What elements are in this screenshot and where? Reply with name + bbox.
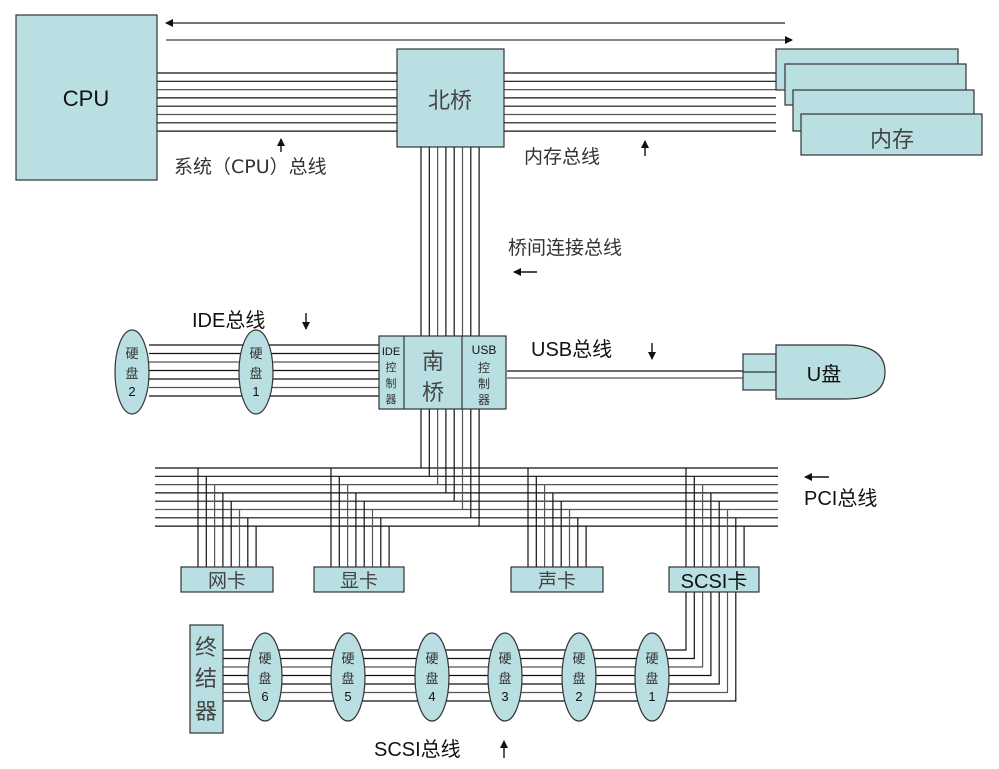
usb-bus-wires — [507, 370, 745, 379]
pci-bus-wires — [155, 409, 778, 567]
svg-text:控: 控 — [386, 360, 397, 374]
ide-bus-label: IDE总线 — [192, 309, 265, 332]
usb-disk: U盘 — [742, 344, 886, 400]
svg-text:器: 器 — [386, 393, 397, 406]
bus-wire — [223, 592, 729, 694]
disk-number: 1 — [648, 689, 655, 704]
bus-wire — [223, 592, 687, 651]
scsi-disk-3: 硬盘 3 — [487, 632, 523, 722]
pci-card-graphics: 显卡 — [313, 566, 405, 593]
disk-label: 盘 — [498, 671, 511, 687]
svg-text:制: 制 — [386, 377, 397, 390]
svg-text:USB: USB — [472, 343, 497, 357]
svg-text:显卡: 显卡 — [340, 570, 378, 592]
svg-text:器: 器 — [195, 700, 217, 725]
pci-card-network: 网卡 — [180, 566, 274, 593]
usb-bus-label: USB总线 — [531, 338, 612, 361]
disk-label: 硬 — [498, 652, 511, 667]
scsi-disk-1: 硬盘 1 — [634, 632, 670, 722]
disk-label: 硬 — [341, 652, 354, 667]
disk-label: 硬 — [425, 652, 438, 667]
svg-text:声卡: 声卡 — [538, 570, 576, 592]
svg-text:盘: 盘 — [249, 366, 262, 382]
scsi-terminator: 终 结 器 — [189, 624, 224, 734]
north-bridge-label: 北桥 — [428, 89, 472, 114]
svg-text:SCSI卡: SCSI卡 — [681, 570, 748, 593]
disk-number: 3 — [501, 689, 508, 704]
disk-number: 2 — [575, 689, 582, 704]
ide-disk-1: 硬 盘 1 — [238, 329, 274, 415]
svg-text:盘: 盘 — [125, 366, 138, 382]
svg-text:制: 制 — [478, 377, 490, 391]
ide-disk-2: 硬 盘 2 — [114, 329, 150, 415]
scsi-bus-label: SCSI总线 — [374, 738, 461, 761]
memory-label: 内存 — [870, 128, 914, 153]
pci-card-sound: 声卡 — [510, 566, 604, 593]
pci-card-scsi: SCSI卡 — [668, 566, 760, 593]
disk-number: 4 — [428, 689, 435, 704]
bus-wire — [223, 592, 695, 660]
disk-label: 硬 — [572, 652, 585, 667]
svg-text:硬: 硬 — [125, 347, 138, 362]
svg-text:结: 结 — [195, 667, 217, 692]
disk-label: 盘 — [645, 671, 658, 687]
svg-text:硬: 硬 — [249, 347, 262, 362]
cpu-block: CPU — [15, 14, 158, 181]
scsi-disk-5: 硬盘 5 — [330, 632, 366, 722]
system-bus-label: 系统（CPU）总线 — [174, 156, 327, 178]
svg-text:控: 控 — [478, 361, 490, 375]
disk-number: 6 — [261, 689, 268, 704]
north-bridge-block: 北桥 — [396, 48, 505, 148]
system-bus-wires — [157, 72, 397, 132]
scsi-disk-2: 硬盘 2 — [561, 632, 597, 722]
disk-number: 5 — [344, 689, 351, 704]
bus-wire — [223, 592, 704, 668]
pci-bus-label: PCI总线 — [804, 487, 877, 510]
disk-label: 盘 — [341, 671, 354, 687]
svg-text:器: 器 — [478, 393, 490, 407]
svg-text:1: 1 — [252, 384, 259, 399]
disk-label: 硬 — [258, 652, 271, 667]
svg-text:桥: 桥 — [422, 381, 444, 406]
disk-label: 盘 — [572, 671, 585, 687]
svg-text:2: 2 — [128, 384, 135, 399]
memory-modules: 内存 — [775, 48, 983, 156]
scsi-disk-4: 硬盘 4 — [414, 632, 450, 722]
bridge-bus-wires — [420, 147, 480, 336]
memory-module-4 — [800, 113, 983, 156]
svg-text:IDE: IDE — [382, 346, 400, 358]
bus-wire — [223, 592, 712, 677]
usb-disk-label: U盘 — [807, 363, 841, 386]
memory-bus-label: 内存总线 — [524, 146, 600, 168]
bus-wire — [223, 592, 737, 702]
memory-bus-wires — [504, 72, 776, 132]
bridge-bus-label: 桥间连接总线 — [508, 237, 622, 259]
cpu-label: CPU — [63, 86, 109, 111]
scsi-disk-6: 硬盘 6 — [247, 632, 283, 722]
south-bridge-block: IDE 控 制 器 南 桥 USB 控 制 器 — [378, 335, 507, 410]
ide-controller: IDE 控 制 器 — [382, 346, 400, 406]
svg-text:南: 南 — [422, 350, 444, 375]
south-bridge-label: 南 桥 — [422, 350, 444, 406]
disk-label: 盘 — [425, 671, 438, 687]
scsi-bus-wires — [223, 592, 737, 702]
svg-text:终: 终 — [195, 636, 217, 661]
disk-label: 硬 — [645, 652, 658, 667]
svg-text:网卡: 网卡 — [208, 570, 246, 592]
bus-wire — [223, 592, 720, 685]
disk-label: 盘 — [258, 671, 271, 687]
usb-controller: USB 控 制 器 — [472, 343, 497, 407]
